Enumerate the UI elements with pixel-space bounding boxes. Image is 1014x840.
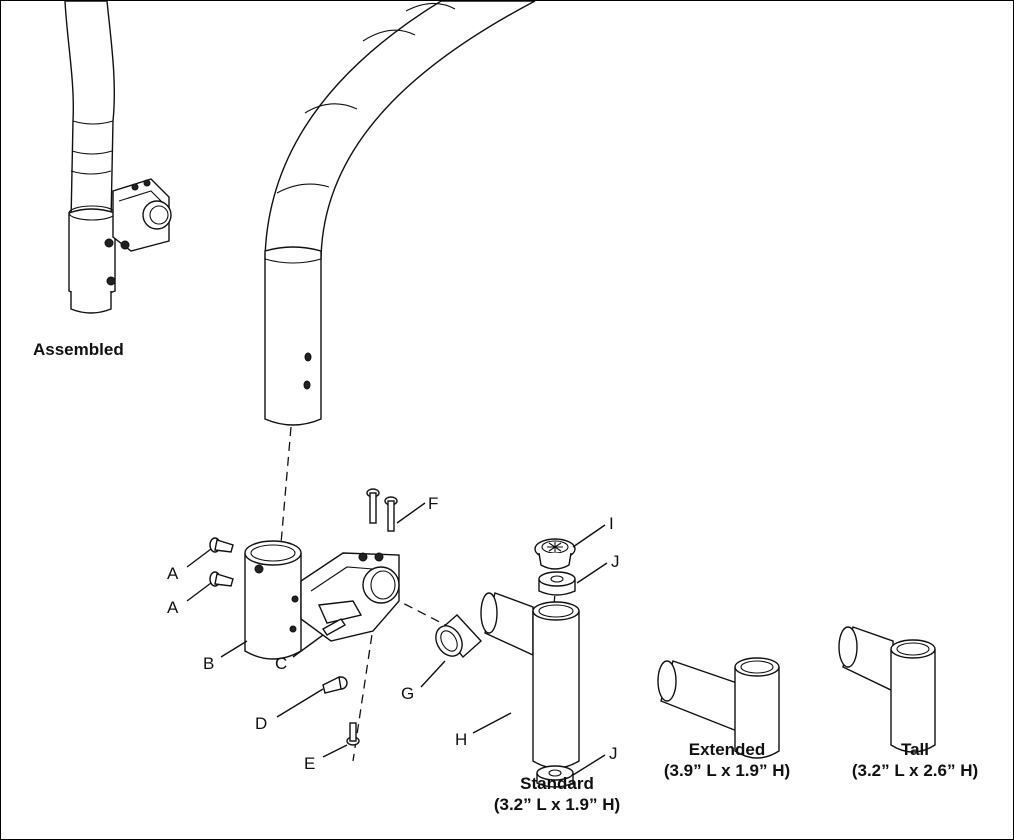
tall-dims: (3.2” L x 2.6” H) (851, 761, 979, 780)
screw-a2 (209, 571, 234, 587)
tall-caption: Tall (3.2” L x 2.6” H) (825, 739, 1005, 781)
standard-caption: Standard (3.2” L x 1.9” H) (467, 773, 647, 815)
tall-receiver (838, 626, 936, 753)
main-tube (264, 1, 536, 426)
washer-part-j-bottom (536, 765, 574, 788)
callout-g: G (401, 684, 414, 703)
callout-d: D (255, 714, 267, 733)
callout-i: I (609, 514, 614, 533)
callout-j-top: J (611, 552, 620, 571)
standard-dims: (3.2” L x 1.9” H) (493, 795, 621, 814)
callout-e: E (304, 754, 315, 773)
screw-e (346, 722, 360, 746)
screw-d (322, 675, 348, 694)
extended-name: Extended (688, 740, 766, 759)
clamp-sleeve-part-b (244, 540, 302, 660)
standard-receiver-part-h (480, 592, 580, 769)
clamp-body (300, 552, 400, 642)
extended-caption: Extended (3.9” L x 1.9” H) (637, 739, 817, 781)
washer-part-j-top (538, 571, 576, 596)
screws-f (366, 488, 398, 532)
screw-c (321, 618, 347, 636)
callout-f: F (428, 494, 438, 513)
extended-dims: (3.9” L x 1.9” H) (663, 761, 791, 780)
tall-name: Tall (900, 740, 930, 759)
callout-a1: A (167, 564, 179, 583)
leader-lines (186, 502, 608, 776)
extended-receiver (657, 657, 780, 759)
assembled-caption: Assembled (33, 340, 124, 359)
callout-b: B (203, 654, 214, 673)
callout-j-bottom: J (609, 744, 618, 763)
standard-name: Standard (520, 774, 594, 793)
callout-c: C (275, 654, 287, 673)
screw-a1 (209, 537, 234, 553)
callout-letters: A A B C D E F G H I J J (167, 494, 620, 773)
callout-a2: A (167, 598, 179, 617)
bushing-part-g (435, 614, 482, 659)
cap-part-i (534, 538, 576, 570)
callout-h: H (455, 730, 467, 749)
assembled-view (64, 1, 172, 314)
